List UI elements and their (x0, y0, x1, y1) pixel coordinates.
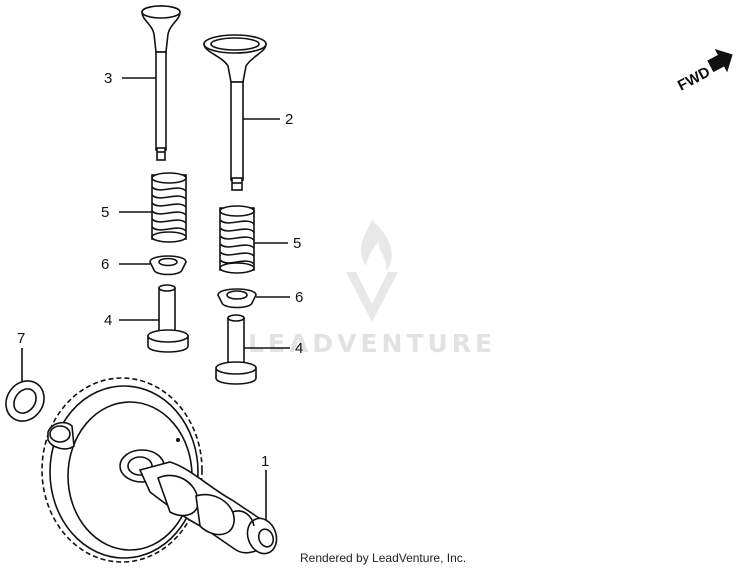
thrust-washer (5, 380, 45, 422)
valve-tappet-right (215, 314, 257, 385)
fwd-label: FWD (675, 63, 713, 94)
callout-1: 1 (261, 453, 269, 470)
valve-spring-left (151, 172, 187, 243)
camshaft-assembly (41, 377, 278, 563)
callout-6-left: 6 (101, 256, 109, 273)
callout-4-left: 4 (104, 312, 112, 329)
valve-retainer-left (149, 255, 187, 276)
leader-lines (21, 77, 290, 520)
valve-exhaust (203, 34, 267, 191)
watermark-text: LEADVENTURE (248, 329, 496, 358)
valve-spring-right (219, 205, 255, 274)
callout-5-left: 5 (101, 204, 109, 221)
callout-5-right: 5 (293, 235, 301, 252)
valve-intake (141, 5, 181, 161)
leadventure-watermark-logo (346, 220, 398, 322)
fwd-direction-indicator: FWD (675, 49, 733, 95)
callout-4-right: 4 (295, 340, 303, 357)
valve-tappet-left (147, 284, 189, 353)
callout-6-right: 6 (295, 289, 303, 306)
fwd-arrow-icon (707, 49, 733, 73)
callout-7: 7 (17, 330, 25, 347)
valve-retainer-right (217, 288, 257, 309)
render-credit: Rendered by LeadVenture, Inc. (300, 551, 467, 565)
callout-2: 2 (285, 111, 293, 128)
callout-3: 3 (104, 70, 112, 87)
